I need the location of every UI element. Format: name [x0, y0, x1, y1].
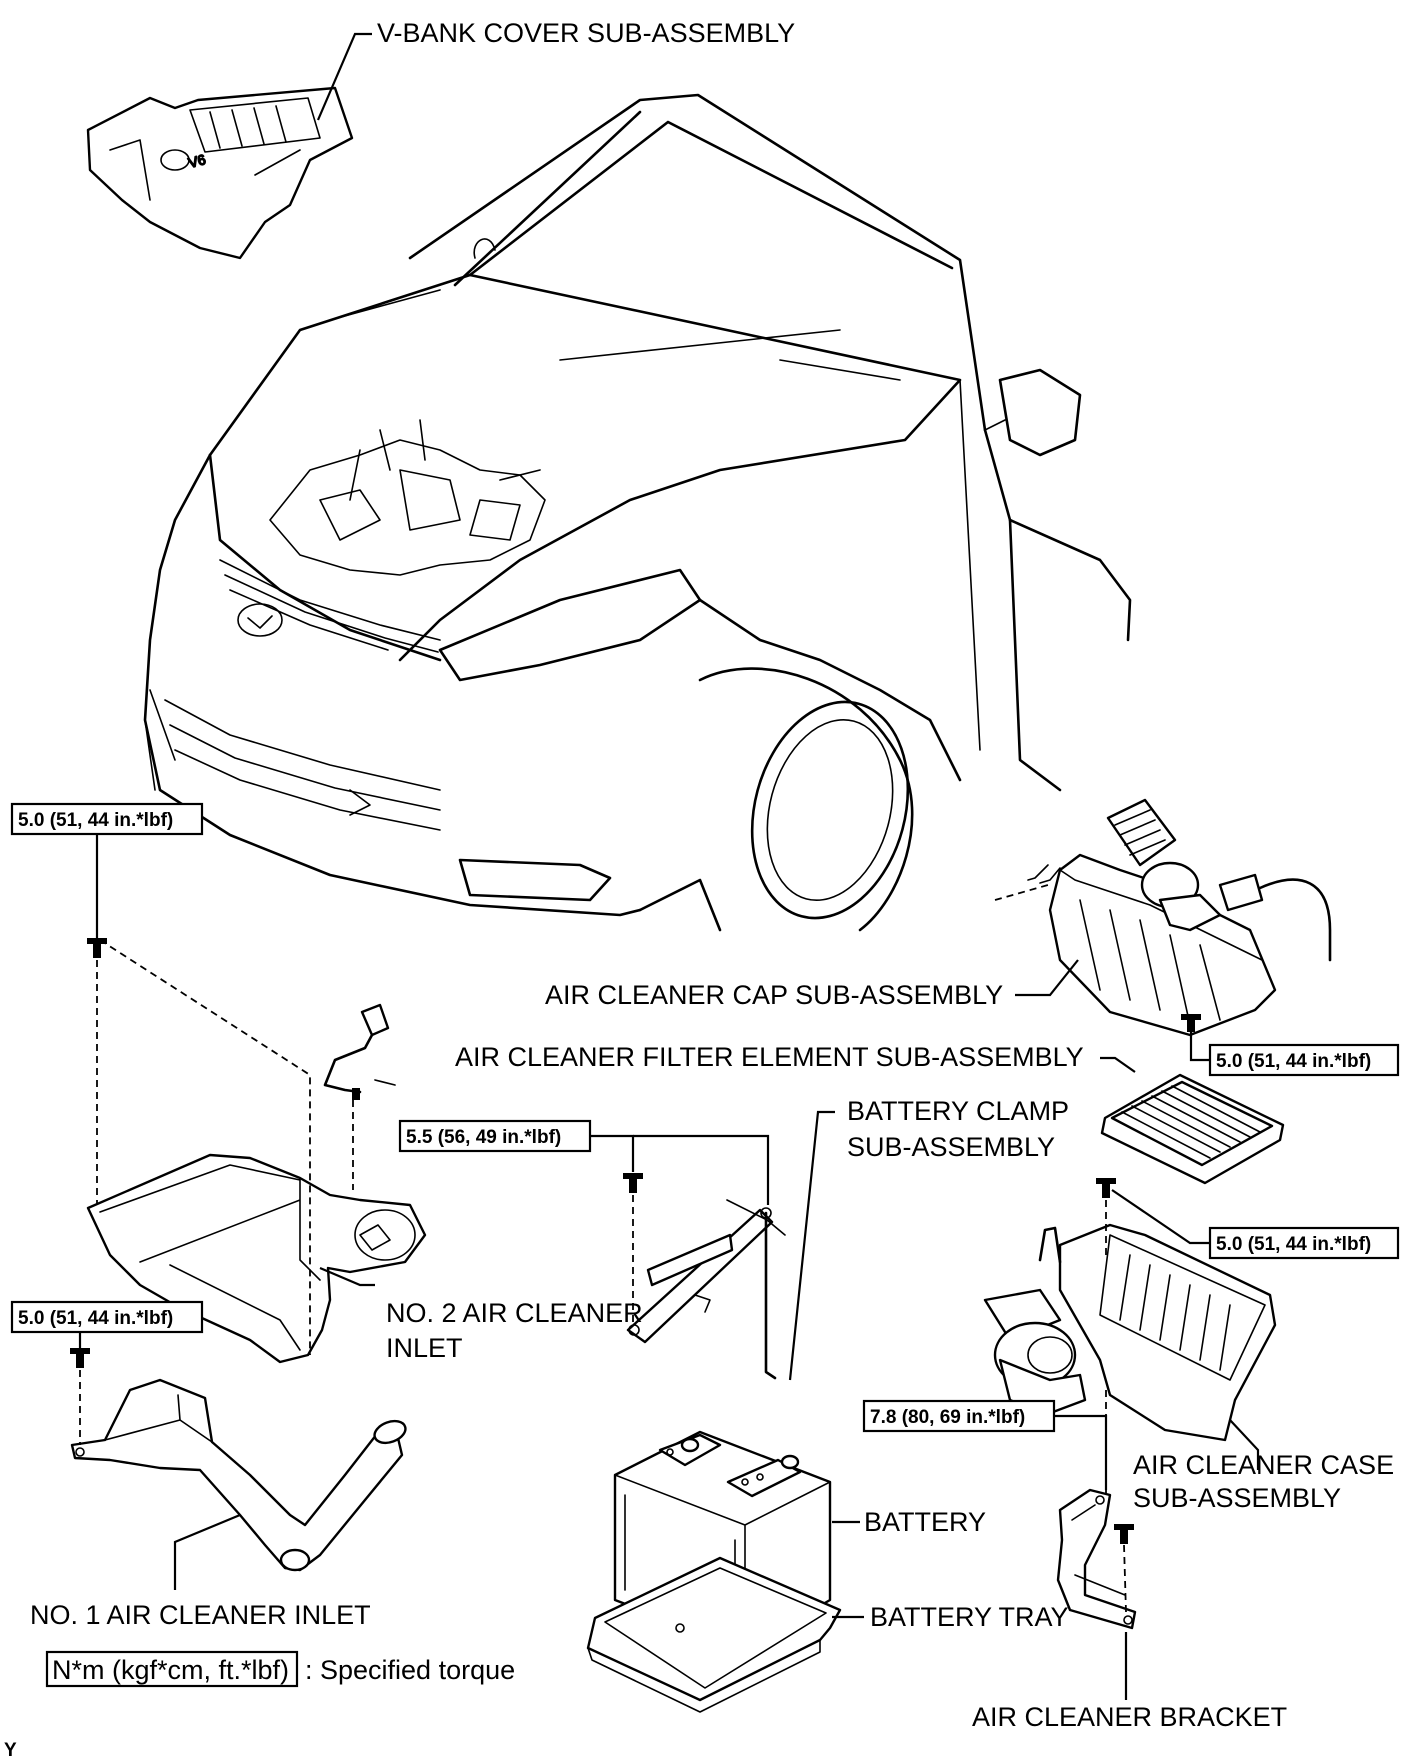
air-cleaner-case-label-line1: AIR CLEANER CASE [1133, 1450, 1394, 1480]
air-cleaner-bracket-drawing [1056, 1488, 1137, 1630]
air-cleaner-cap-label: AIR CLEANER CAP SUB-ASSEMBLY [545, 980, 1003, 1010]
vehicle-front-drawing [143, 93, 1132, 932]
bracket-torque-label: 7.8 (80, 69 in.*lbf) [870, 1407, 1025, 1428]
air-cleaner-cap-drawing [994, 798, 1332, 1037]
legend-text: : Specified torque [305, 1655, 515, 1685]
legend-units: N*m (kgf*cm, ft.*lbf) [52, 1655, 289, 1685]
battery-clamp-label-line1: BATTERY CLAMP [847, 1096, 1069, 1126]
no2-inlet-label-line1: NO. 2 AIR CLEANER [386, 1298, 643, 1328]
case-torque-label: 5.0 (51, 44 in.*lbf) [1216, 1234, 1371, 1255]
no1-inlet-label: NO. 1 AIR CLEANER INLET [30, 1600, 371, 1630]
v-bank-cover-drawing: V6 [86, 86, 354, 260]
no2-inlet-label-line2: INLET [386, 1333, 463, 1363]
air-cleaner-bracket-label: AIR CLEANER BRACKET [972, 1702, 1287, 1732]
battery-tray-label: BATTERY TRAY [870, 1602, 1069, 1632]
battery-clamp-label-line2: SUB-ASSEMBLY [847, 1132, 1055, 1162]
no1-air-cleaner-inlet-drawing [70, 1378, 407, 1572]
battery-tray-drawing [586, 1556, 842, 1713]
filter-element-drawing [1100, 1073, 1285, 1185]
filter-element-label: AIR CLEANER FILTER ELEMENT SUB-ASSEMBLY [455, 1042, 1084, 1072]
cap-torque-label: 5.0 (51, 44 in.*lbf) [1216, 1051, 1371, 1072]
corner-mark: Y [4, 1740, 17, 1760]
clamp-torque-label: 5.5 (56, 49 in.*lbf) [406, 1127, 561, 1148]
battery-label: BATTERY [864, 1507, 986, 1537]
v-bank-cover-label: V-BANK COVER SUB-ASSEMBLY [377, 18, 795, 48]
no2-inlet-torque-label: 5.0 (51, 44 in.*lbf) [18, 810, 173, 831]
battery-clamp-drawing [626, 1199, 786, 1380]
air-cleaner-case-label-line2: SUB-ASSEMBLY [1133, 1483, 1341, 1513]
no1-inlet-torque-label: 5.0 (51, 44 in.*lbf) [18, 1308, 173, 1329]
cover-badge-text: V6 [187, 151, 208, 171]
no2-air-cleaner-inlet-drawing [86, 1003, 427, 1364]
